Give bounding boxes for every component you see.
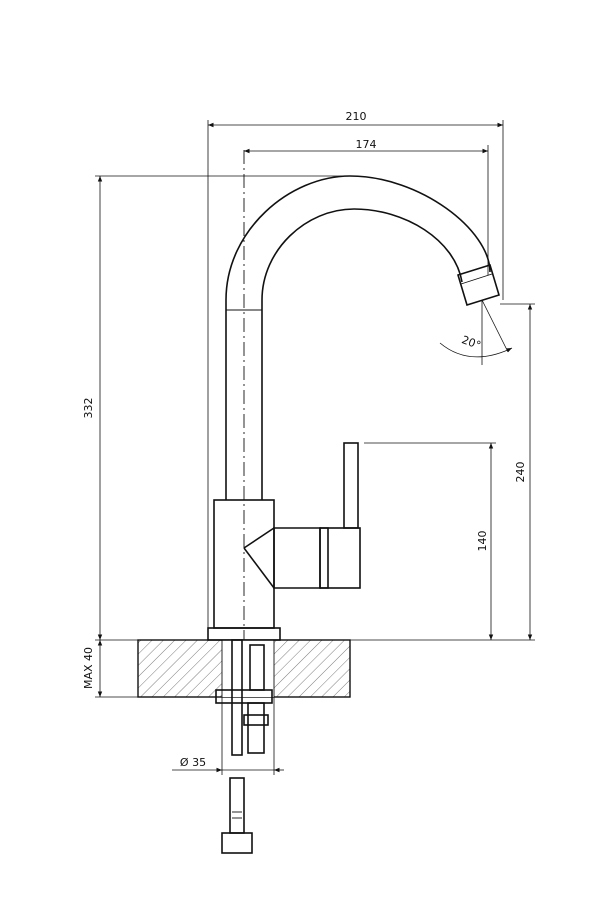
hole-diameter-label: Ø 35 <box>180 756 206 769</box>
spout-reach-label: 174 <box>356 138 377 151</box>
dimension-overall-reach: 210 <box>207 110 504 628</box>
countertop-section <box>137 639 351 698</box>
overall-reach-label: 210 <box>346 110 367 123</box>
handle-height-label: 140 <box>476 531 489 552</box>
dimension-outlet-height: 240 <box>350 303 535 641</box>
dimension-hole-diameter: Ø 35 <box>172 697 284 775</box>
dimension-swivel-angle: 20° <box>439 299 513 365</box>
dimension-total-height: 332 <box>82 175 350 641</box>
mounting-hardware <box>215 639 273 854</box>
total-height-label: 332 <box>82 398 95 419</box>
outlet-height-label: 240 <box>514 462 527 483</box>
faucet-body <box>207 150 500 641</box>
dimension-deck-thickness: MAX 40 <box>82 640 138 698</box>
dimension-handle-height: 140 <box>364 442 496 640</box>
dimension-spout-reach: 174 <box>244 138 489 275</box>
swivel-angle-label: 20° <box>460 333 483 352</box>
deck-thickness-label: MAX 40 <box>82 647 95 689</box>
